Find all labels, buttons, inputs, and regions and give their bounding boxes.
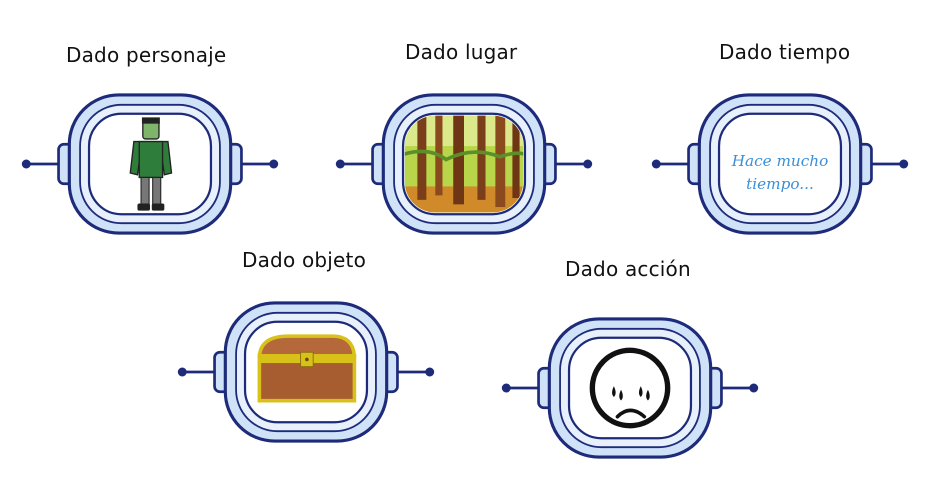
tiempo-text-line2: tiempo... (746, 175, 814, 193)
dice-title-accion: Dado acción (565, 257, 691, 281)
forest-icon (404, 115, 524, 213)
dice-title-personaje: Dado personaje (66, 43, 227, 67)
tiempo-text-line1: Hace mucho (731, 152, 829, 170)
dice-screen-personaje (20, 93, 280, 235)
dice-screen-objeto (176, 301, 436, 443)
dice-screen-accion (500, 317, 760, 459)
dice-screen-tiempo: Hace mucho tiempo... (650, 93, 910, 235)
treasure-chest-icon (257, 334, 357, 403)
frankenstein-icon (129, 117, 173, 211)
dice-title-objeto: Dado objeto (242, 248, 367, 272)
dice-screen-lugar (334, 93, 594, 235)
crying-face-icon (589, 347, 671, 429)
dice-title-lugar: Dado lugar (405, 40, 518, 64)
dice-title-tiempo: Dado tiempo (719, 40, 851, 64)
